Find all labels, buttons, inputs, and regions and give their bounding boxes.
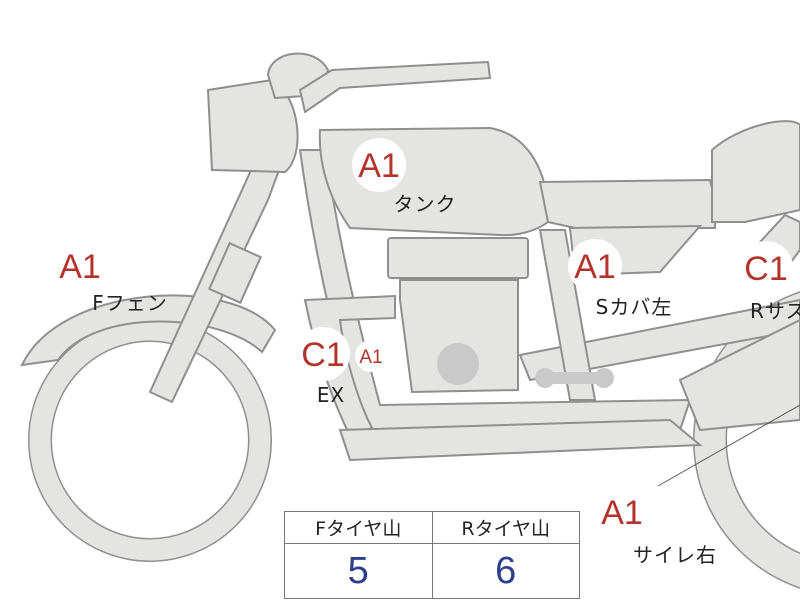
marker-rear-suspension[interactable]: C1 Rサス: [739, 241, 800, 323]
grade-label: A1: [574, 248, 616, 286]
marker-tank[interactable]: A1 タンク: [352, 138, 457, 216]
part-label: EX: [317, 383, 345, 407]
leader-line: [657, 404, 800, 487]
handlebar: [299, 61, 491, 113]
part-label: Sカバ左: [596, 295, 673, 319]
marker-silencer-right[interactable]: A1 サイレ右: [595, 485, 717, 567]
front-wheel: [28, 318, 272, 562]
grade-label: A1: [59, 248, 101, 286]
part-label: Rサス: [750, 299, 800, 323]
frame-mid-rail: [538, 229, 597, 401]
grade-label: A1: [601, 494, 643, 532]
front-tyre-value: 5: [347, 550, 369, 592]
rear-tyre-value: 6: [431, 544, 580, 599]
seat: [538, 178, 718, 229]
fuel-tank: [318, 126, 550, 237]
part-label: Fフェン: [92, 291, 168, 315]
tyre-table-header-row: Fタイヤ山 Rタイヤ山: [285, 512, 579, 544]
grade-label: C1: [301, 336, 344, 374]
extra-grade-label: A1: [359, 347, 382, 368]
part-label: タンク: [394, 192, 457, 216]
silencer: [678, 318, 800, 432]
part-label: サイレ右: [633, 543, 717, 567]
rear-seat: [711, 120, 800, 223]
front-tyre-header: Fタイヤ山: [315, 518, 402, 540]
marker-front-fender[interactable]: A1 Fフェン: [53, 239, 168, 315]
tyre-tread-table: Fタイヤ山 Rタイヤ山 5 6: [284, 511, 580, 599]
marker-exhaust[interactable]: C1 A1 EX: [296, 327, 387, 407]
rear-tyre-header: Rタイヤ山: [431, 512, 580, 543]
exhaust-lower: [338, 418, 703, 462]
rear-wheel: [693, 291, 800, 589]
engine: [387, 237, 614, 394]
grade-label: A1: [358, 147, 400, 185]
grade-label: C1: [744, 250, 787, 288]
marker-side-cover-left[interactable]: A1 Sカバ左: [568, 239, 672, 319]
frame-rear-rail: [518, 298, 800, 382]
fork-cover: [207, 241, 263, 305]
tyre-table-value-row: 5 6: [285, 544, 579, 599]
